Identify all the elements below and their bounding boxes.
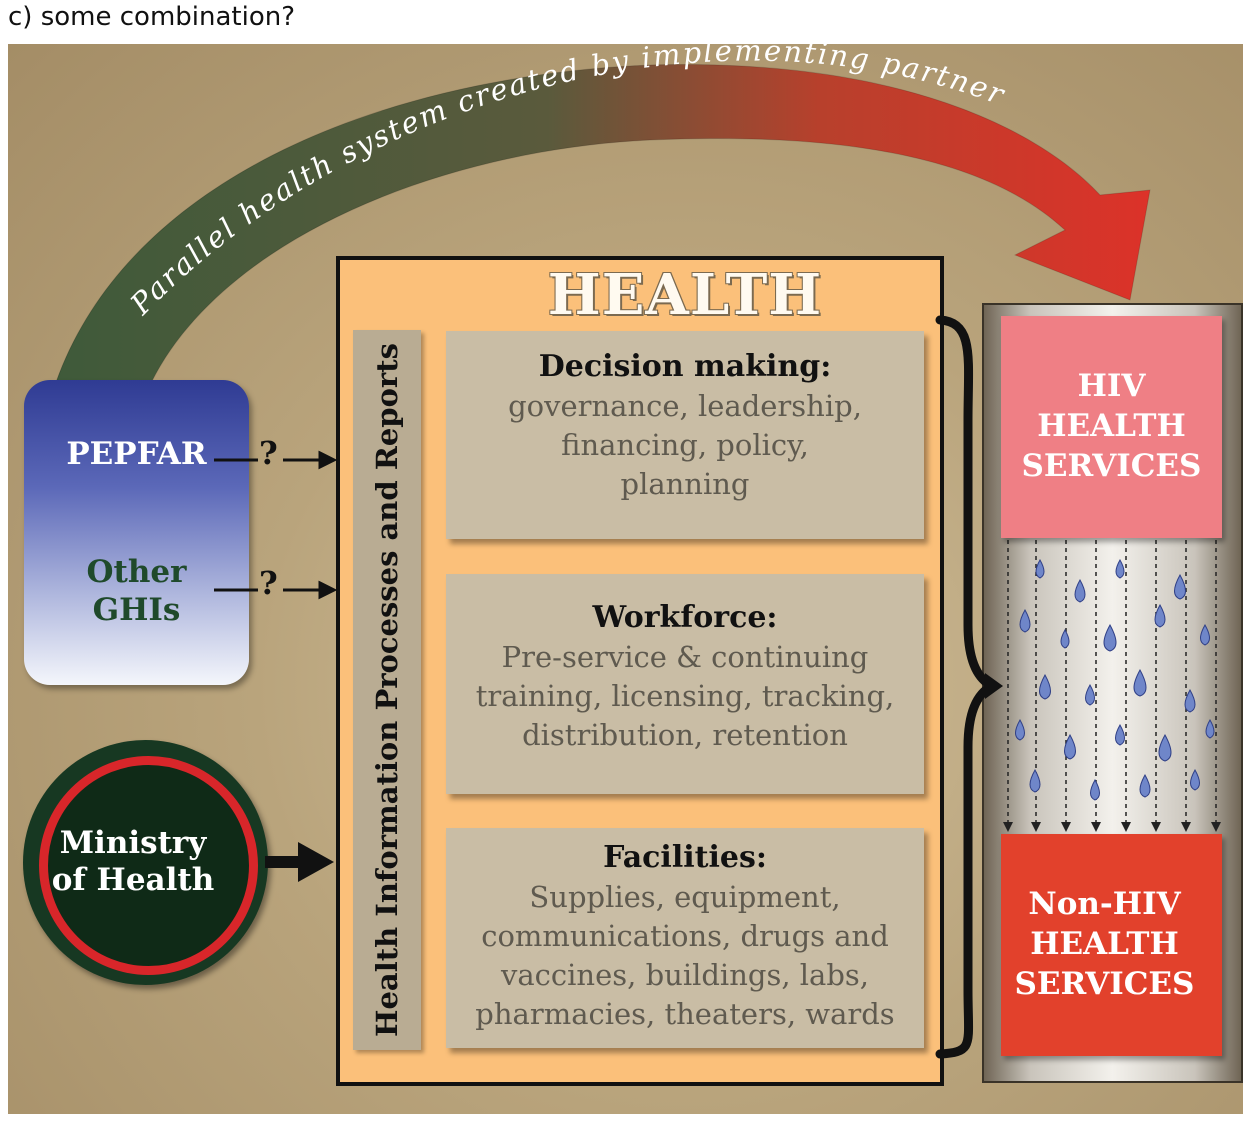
page-heading: c) some combination? [8,2,296,32]
panel-line: training, licensing, tracking, [475,679,895,713]
ghis-question-mark: ? [259,564,278,602]
pepfar-label: PEPFAR [66,436,207,472]
non-hiv-services-label: Non-HIV HEALTH SERVICES [1014,886,1195,1002]
panel-heading: Decision making: [538,349,832,384]
brace-point [985,673,1003,699]
pepfar-question-mark: ? [259,434,278,472]
panel-line: Supplies, equipment, [529,880,841,914]
other-ghis-label: Other GHIs [86,554,187,628]
pepfar-arrowhead [318,450,338,470]
decision-making-panel: Decision making: governance, leadership,… [446,331,924,539]
panel-heading: Workforce: [592,600,778,635]
non-hiv-services-box [1001,834,1222,1056]
panel-line: distribution, retention [522,718,848,752]
ministry-label: Ministry of Health [51,825,215,898]
ghis-arrowhead [318,580,338,600]
outcome-brace [935,315,1003,1059]
ministry-arrow [265,842,334,882]
panel-heading: Facilities: [603,840,767,875]
panel-line: pharmacies, theaters, wards [475,997,895,1031]
panel-line: planning [620,467,750,501]
panel-line: governance, leadership, [508,389,862,423]
panel-line: financing, policy, [561,428,809,462]
workforce-panel: Workforce: Pre-service & continuing trai… [446,574,924,794]
information-bar [353,330,421,1050]
panel-line: vaccines, buildings, labs, [500,958,869,992]
panel-line: communications, drugs and [481,919,889,953]
hiv-services-box [1001,316,1222,538]
hiv-services-label: HIV HEALTH SERVICES [1021,368,1202,484]
facilities-panel: Facilities: Supplies, equipment, communi… [446,828,924,1048]
ministry-ring [39,756,258,975]
panel-line: Pre-service & continuing [501,640,869,674]
arc-body [54,64,1151,386]
donor-box [24,380,249,685]
